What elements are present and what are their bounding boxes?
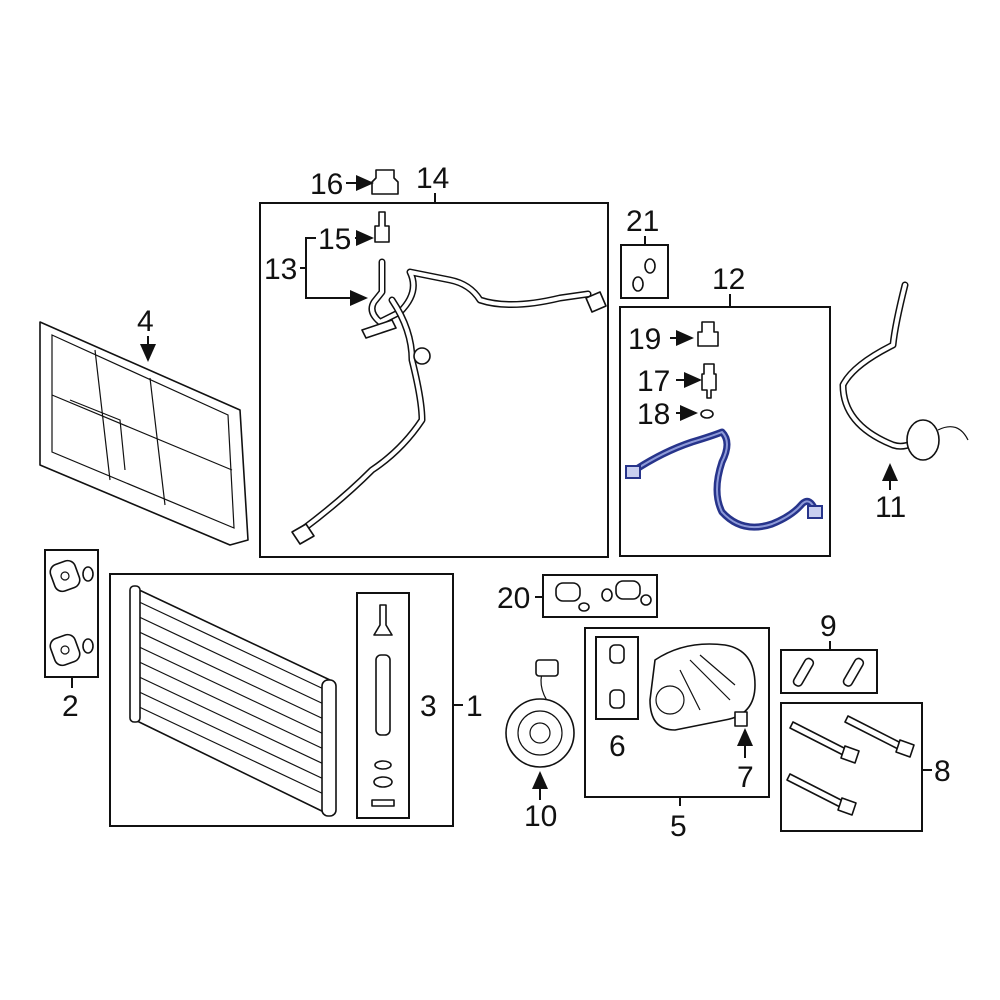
- part-19-pressure-switch[interactable]: [697, 321, 719, 347]
- callout-20: 20: [497, 582, 530, 615]
- part-6-dowels[interactable]: [609, 644, 625, 709]
- part-17-valve-core[interactable]: [701, 363, 717, 399]
- part-12-discharge-hose-highlighted[interactable]: [625, 428, 823, 531]
- callout-13: 13: [264, 253, 297, 286]
- callout-12: 12: [712, 263, 745, 296]
- part-9-studs[interactable]: [792, 657, 865, 687]
- part-10-clutch[interactable]: [505, 659, 575, 768]
- callout-19: 19: [628, 323, 661, 356]
- callout-10: 10: [524, 800, 557, 833]
- group-box-14: [259, 202, 609, 558]
- callout-6: 6: [609, 730, 626, 763]
- callout-3: 3: [420, 690, 437, 723]
- part-16-cap[interactable]: [371, 169, 399, 195]
- callout-15: 15: [318, 223, 351, 256]
- group-box-1: [109, 573, 454, 827]
- part-5-compressor[interactable]: [649, 643, 756, 731]
- group-box-5: [584, 627, 770, 798]
- part-3-receiver-drier[interactable]: [371, 604, 395, 807]
- callout-11: 11: [875, 491, 906, 524]
- part-4-condenser-shroud[interactable]: [39, 321, 249, 546]
- group-box-9: [780, 649, 878, 694]
- callout-16: 16: [310, 168, 343, 201]
- part-8-bolts[interactable]: [786, 715, 915, 816]
- callout-14: 14: [416, 162, 449, 195]
- group-box-20: [542, 574, 658, 618]
- callout-21: 21: [626, 205, 659, 238]
- group-box-21: [620, 244, 669, 299]
- callout-2: 2: [62, 690, 79, 723]
- callout-4: 4: [137, 305, 154, 338]
- part-13-line-assembly[interactable]: [291, 258, 607, 545]
- part-18-o-ring[interactable]: [700, 409, 714, 419]
- group-box-3: [356, 592, 410, 819]
- callout-1: 1: [466, 690, 483, 723]
- part-2-gaskets[interactable]: [48, 558, 94, 667]
- part-15-valve[interactable]: [374, 211, 390, 243]
- callout-5: 5: [670, 810, 687, 843]
- part-20-seal-kit[interactable]: [555, 580, 652, 612]
- callout-8: 8: [934, 755, 951, 788]
- part-11-suction-hose[interactable]: [839, 281, 969, 461]
- callout-9: 9: [820, 610, 837, 643]
- group-box-6: [595, 636, 639, 720]
- callout-17: 17: [637, 365, 670, 398]
- group-box-8: [780, 702, 923, 832]
- callout-7: 7: [737, 761, 754, 794]
- part-7-relief-valve[interactable]: [734, 711, 748, 727]
- part-1-condenser[interactable]: [129, 585, 337, 817]
- group-box-12: [619, 306, 831, 557]
- callout-18: 18: [637, 398, 670, 431]
- part-21-o-rings[interactable]: [632, 258, 656, 292]
